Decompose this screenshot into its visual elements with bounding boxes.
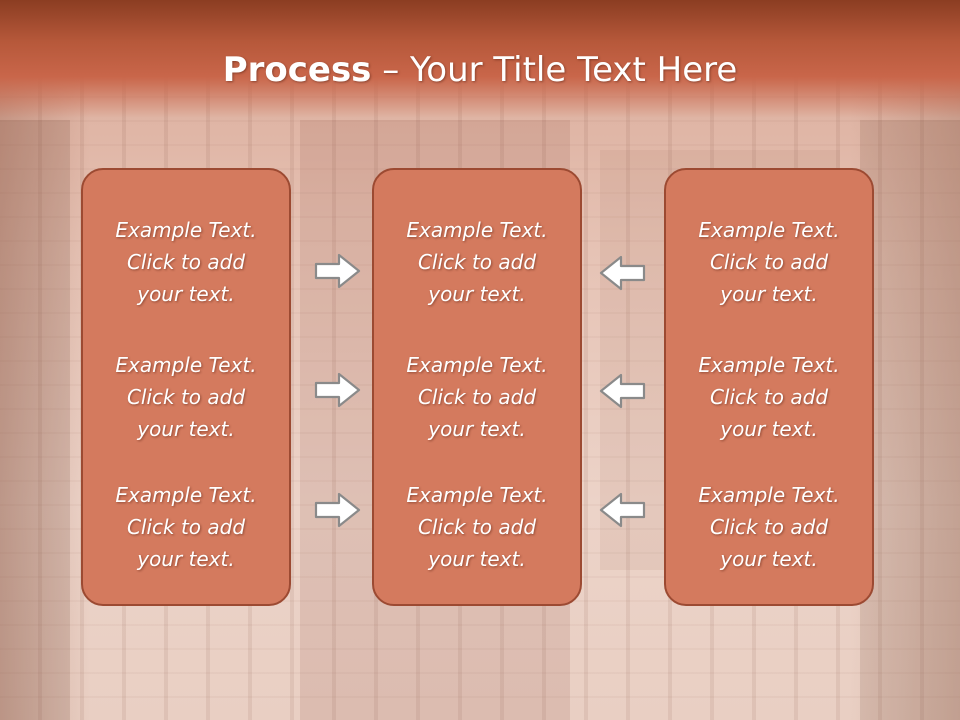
text-line: Example Text. xyxy=(115,483,257,507)
text-line: your text. xyxy=(137,547,235,571)
text-placeholder[interactable]: Example Text. Click to add your text. xyxy=(666,349,872,445)
process-box-left[interactable]: Example Text. Click to add your text. Ex… xyxy=(81,168,291,606)
text-line: your text. xyxy=(428,417,526,441)
right-arrow-icon xyxy=(314,372,361,408)
text-placeholder[interactable]: Example Text. Click to add your text. xyxy=(666,479,872,575)
left-arrow-icon xyxy=(599,373,646,409)
text-line: Example Text. xyxy=(406,218,548,242)
right-arrow-icon xyxy=(314,253,361,289)
text-line: Example Text. xyxy=(698,483,840,507)
text-line: your text. xyxy=(720,282,818,306)
text-line: your text. xyxy=(137,282,235,306)
text-line: Click to add xyxy=(709,385,829,409)
text-placeholder[interactable]: Example Text. Click to add your text. xyxy=(83,214,289,310)
slide-title[interactable]: Process – Your Title Text Here xyxy=(0,50,960,90)
background-photo-shade xyxy=(0,120,70,720)
text-line: Click to add xyxy=(417,250,537,274)
left-arrow-icon xyxy=(599,255,646,291)
text-line: Example Text. xyxy=(115,218,257,242)
text-line: Example Text. xyxy=(406,483,548,507)
text-line: Example Text. xyxy=(406,353,548,377)
right-arrow-icon xyxy=(314,492,361,528)
title-rest: – Your Title Text Here xyxy=(371,50,738,90)
text-line: Click to add xyxy=(126,385,246,409)
text-placeholder[interactable]: Example Text. Click to add your text. xyxy=(374,214,580,310)
text-line: your text. xyxy=(720,417,818,441)
title-bar xyxy=(0,0,960,118)
left-arrow-icon xyxy=(599,492,646,528)
process-box-right[interactable]: Example Text. Click to add your text. Ex… xyxy=(664,168,874,606)
text-placeholder[interactable]: Example Text. Click to add your text. xyxy=(83,479,289,575)
text-line: Click to add xyxy=(709,515,829,539)
text-line: Click to add xyxy=(126,250,246,274)
text-line: your text. xyxy=(720,547,818,571)
text-line: Example Text. xyxy=(698,353,840,377)
text-line: Click to add xyxy=(417,515,537,539)
text-placeholder[interactable]: Example Text. Click to add your text. xyxy=(83,349,289,445)
text-line: your text. xyxy=(428,547,526,571)
text-line: Click to add xyxy=(126,515,246,539)
process-box-middle[interactable]: Example Text. Click to add your text. Ex… xyxy=(372,168,582,606)
text-line: Click to add xyxy=(417,385,537,409)
background-photo-shade xyxy=(860,120,960,720)
text-line: Example Text. xyxy=(698,218,840,242)
text-line: Click to add xyxy=(709,250,829,274)
text-placeholder[interactable]: Example Text. Click to add your text. xyxy=(374,349,580,445)
text-placeholder[interactable]: Example Text. Click to add your text. xyxy=(666,214,872,310)
text-placeholder[interactable]: Example Text. Click to add your text. xyxy=(374,479,580,575)
text-line: Example Text. xyxy=(115,353,257,377)
text-line: your text. xyxy=(428,282,526,306)
title-bold: Process xyxy=(222,50,372,90)
text-line: your text. xyxy=(137,417,235,441)
